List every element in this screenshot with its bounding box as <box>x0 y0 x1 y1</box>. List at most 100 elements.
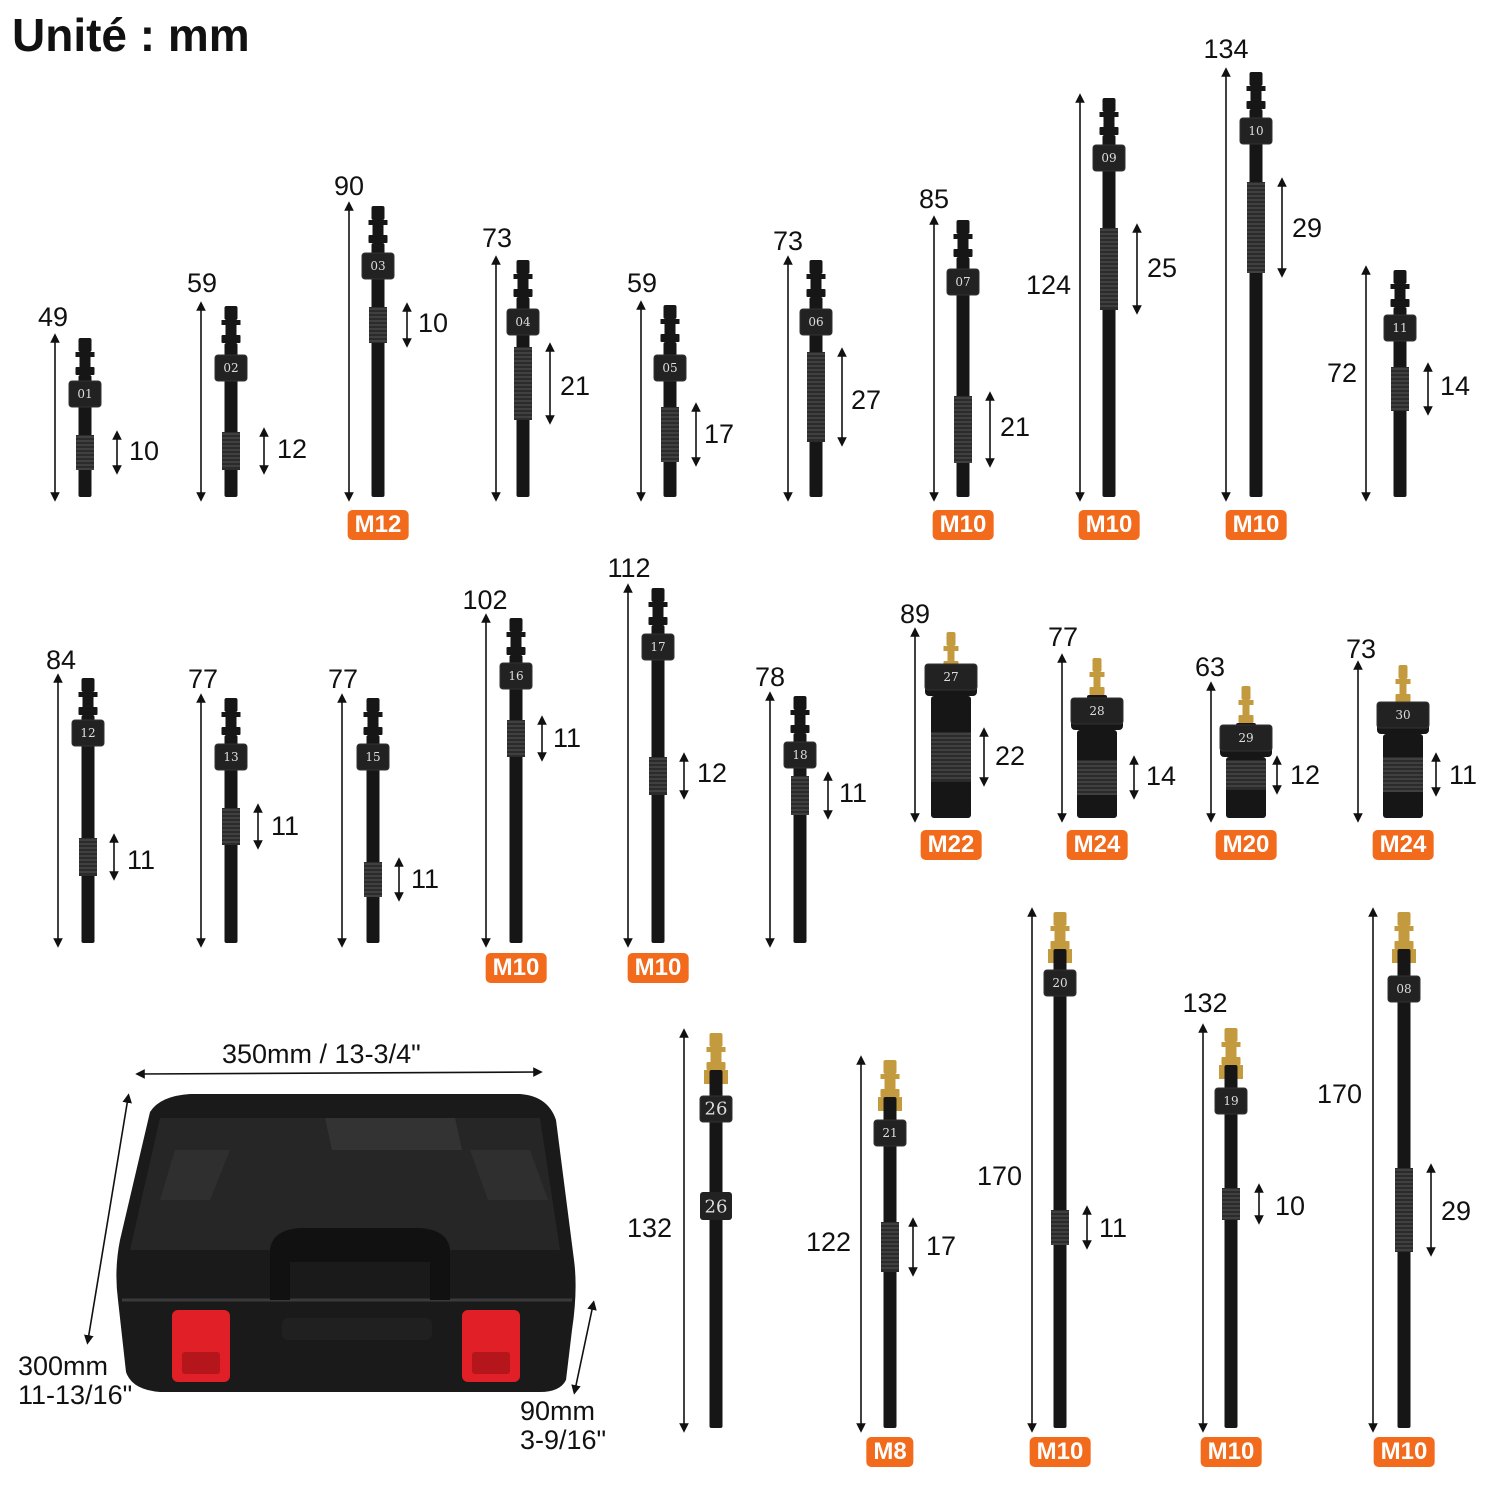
tool-hex <box>699 1095 733 1123</box>
coupler-neck <box>79 357 91 367</box>
tool-hex <box>1219 724 1273 752</box>
coupler-tip <box>1241 686 1251 700</box>
coupler-collar <box>880 1089 900 1097</box>
coupler-tip <box>1092 658 1102 672</box>
coupler-ring <box>943 646 959 651</box>
coupler-neck <box>1054 931 1066 941</box>
coupler-neck <box>1399 684 1407 694</box>
tool-17 <box>641 588 675 943</box>
thread-size-badge: M10 <box>485 953 547 983</box>
case-latch-right-clip <box>472 1352 510 1374</box>
coupler-collar <box>368 235 388 243</box>
tool-number: 07 <box>955 275 971 289</box>
coupler-ring <box>790 710 810 715</box>
thread-length-label: 29 <box>1441 1196 1472 1226</box>
tool-thread <box>1226 760 1266 790</box>
coupler-ring <box>880 1074 900 1079</box>
length-label: 49 <box>37 302 69 332</box>
thread-length-label: 11 <box>1099 1213 1128 1243</box>
coupler-collar <box>953 249 973 257</box>
tool-hex <box>214 743 248 771</box>
tool-26 <box>699 1033 733 1428</box>
tool-number: 05 <box>662 361 678 375</box>
coupler-neck <box>367 717 379 727</box>
case-height-inch: 3-9/16" <box>520 1425 607 1456</box>
thread-length-label: 29 <box>1292 213 1323 243</box>
coupler-tip <box>81 678 95 692</box>
tool-shaft <box>1102 135 1116 497</box>
tool-07 <box>946 220 980 497</box>
coupler-neck <box>947 651 955 661</box>
tool-thread <box>1222 1188 1240 1220</box>
coupler-collar <box>513 289 533 297</box>
tool-30 <box>1376 665 1430 818</box>
thread-length-label: 11 <box>271 811 300 841</box>
coupler-neck <box>957 239 969 249</box>
thread-size-badge: M10 <box>627 953 689 983</box>
coupler-tip <box>1398 665 1408 679</box>
coupler-ring <box>363 712 383 717</box>
coupler-neck <box>225 717 237 727</box>
tool-shaft <box>371 243 385 497</box>
case-handle-grip <box>282 1318 432 1340</box>
coupler-collar <box>1395 694 1411 702</box>
tool-27 <box>924 632 978 818</box>
coupler-neck <box>1093 677 1101 687</box>
coupler-tip <box>946 632 956 646</box>
tool-02 <box>214 306 248 497</box>
coupler-collar <box>1394 941 1414 949</box>
tool-01 <box>68 338 102 497</box>
coupler-ring <box>1395 679 1411 684</box>
tool-21 <box>873 1060 907 1428</box>
coupler-ring <box>1221 1042 1241 1047</box>
tool-06 <box>799 260 833 497</box>
thread-length-label: 12 <box>697 758 728 788</box>
coupler-neck <box>1250 91 1262 101</box>
length-label: 73 <box>481 223 513 253</box>
coupler-neck <box>510 637 522 647</box>
carrying-case <box>116 1094 576 1392</box>
tool-hex <box>1376 701 1430 729</box>
tool-hex <box>946 268 980 296</box>
length-label: 134 <box>1203 34 1249 64</box>
coupler-ring <box>75 352 95 357</box>
coupler-ring <box>506 632 526 637</box>
length-label: 77 <box>1047 622 1079 652</box>
tool-thread <box>661 407 679 462</box>
coupler-collar <box>660 334 680 342</box>
case-lid <box>130 1118 560 1250</box>
tool-hex <box>506 308 540 336</box>
unit-title: Unité : mm <box>12 9 250 61</box>
coupler-ring <box>1099 112 1119 117</box>
tool-number: 20 <box>1052 976 1068 990</box>
tool-number: 12 <box>80 726 96 740</box>
thread-size-badge: M12 <box>347 510 409 540</box>
thread-length-label: 11 <box>127 845 156 875</box>
thread-length-label: 14 <box>1440 371 1471 401</box>
case-latch-left-clip <box>182 1352 220 1374</box>
tool-hex <box>924 663 978 691</box>
case-depth-label: 300mm 11-13/16" <box>18 1351 132 1410</box>
thread-size-badge: M10 <box>932 510 994 540</box>
tool-number: 09 <box>1101 151 1117 165</box>
tool-hex <box>1383 314 1417 342</box>
coupler-ring <box>706 1047 726 1052</box>
length-label: 122 <box>805 1227 851 1257</box>
tool-number: 13 <box>223 750 239 764</box>
coupler-neck <box>1103 117 1115 127</box>
coupler-tip <box>809 260 823 274</box>
tool-12 <box>71 678 105 943</box>
coupler-collar <box>1390 299 1410 307</box>
tool-hex <box>1043 969 1077 997</box>
length-label: 73 <box>1345 634 1377 664</box>
coupler-tip <box>366 698 380 712</box>
length-label: 72 <box>1326 358 1357 388</box>
tool-shaft <box>1053 949 1067 1428</box>
tool-number: 30 <box>1395 708 1411 722</box>
length-label: 112 <box>607 553 651 583</box>
tool-hex <box>499 662 533 690</box>
coupler-ring <box>513 274 533 279</box>
coupler-tip <box>224 306 238 320</box>
tool-05 <box>653 305 687 497</box>
